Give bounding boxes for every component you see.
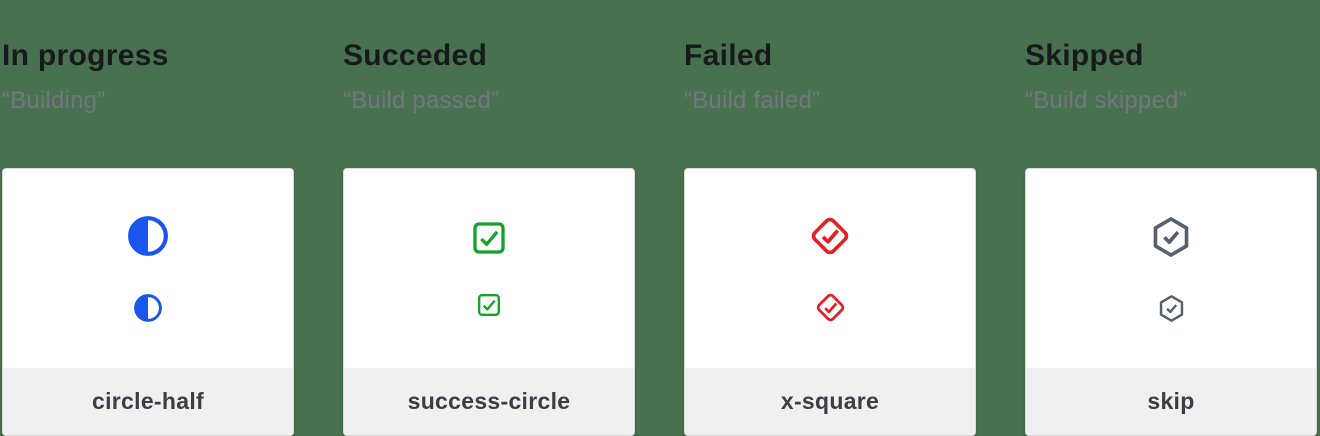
icon-card-body — [1026, 169, 1316, 368]
icon-name-label: circle-half — [92, 388, 204, 414]
column-subtitle: “Build failed” — [684, 87, 821, 114]
column-title: Skipped — [1025, 39, 1144, 72]
icon-name-label: skip — [1147, 388, 1195, 414]
column-skipped: Skipped “Build skipped” skip — [1025, 0, 1317, 436]
icon-card: circle-half — [2, 168, 294, 436]
column-title: Succeded — [343, 39, 488, 72]
hexagon-check-icon-small — [1159, 294, 1183, 322]
diamond-check-icon — [809, 215, 851, 256]
column-subtitle: “Building” — [2, 87, 106, 114]
icon-card-footer: circle-half — [3, 368, 293, 435]
column-title: In progress — [2, 39, 169, 72]
icon-card-body — [344, 169, 634, 368]
check-square-icon — [473, 222, 505, 254]
column-succeeded: Succeded “Build passed” success-circle — [343, 0, 635, 436]
icon-card: success-circle — [343, 168, 635, 436]
icon-card-footer: x-square — [685, 368, 975, 435]
circle-half-icon — [125, 213, 171, 259]
icon-card-body — [685, 169, 975, 368]
icon-card-footer: success-circle — [344, 368, 634, 435]
column-title: Failed — [684, 39, 773, 72]
icon-card-body — [3, 169, 293, 368]
circle-half-icon-small — [134, 294, 162, 322]
diamond-check-icon-small — [814, 291, 846, 323]
column-in-progress: In progress “Building” circle-half — [2, 0, 294, 436]
icon-card: skip — [1025, 168, 1317, 436]
hexagon-check-icon — [1153, 216, 1189, 257]
icon-name-label: success-circle — [407, 388, 571, 414]
column-subtitle: “Build passed” — [343, 87, 500, 114]
icon-card: x-square — [684, 168, 976, 436]
icon-card-footer: skip — [1026, 368, 1316, 435]
column-subtitle: “Build skipped” — [1025, 87, 1187, 114]
check-square-icon-small — [478, 294, 500, 316]
column-failed: Failed “Build failed” x-square — [684, 0, 976, 436]
icon-name-label: x-square — [780, 388, 880, 414]
